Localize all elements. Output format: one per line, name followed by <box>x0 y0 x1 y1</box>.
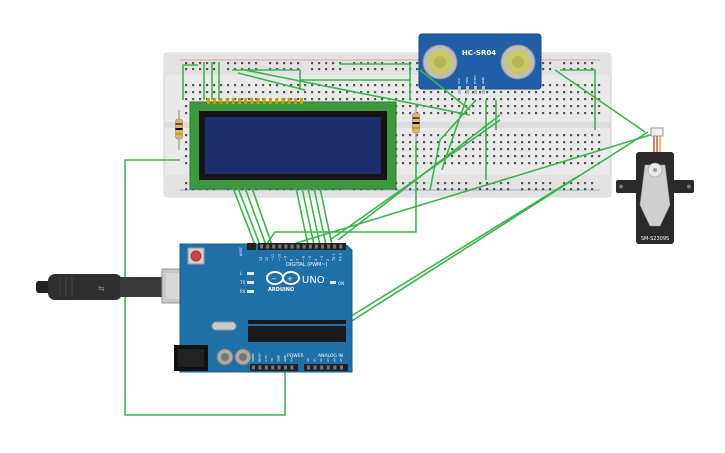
lcd-display[interactable] <box>189 98 397 190</box>
svg-text:RX: RX <box>240 289 246 294</box>
svg-text:RX 0: RX 0 <box>338 253 342 261</box>
svg-text:GND: GND <box>283 354 287 362</box>
arduino-uno-board[interactable]: − + UNO ARDUINO DIGITAL (PWM~) ON POWER … <box>174 243 353 373</box>
svg-text:~11: ~11 <box>271 254 275 261</box>
svg-text:A4: A4 <box>332 358 336 362</box>
arduino-logo: − + <box>266 271 300 285</box>
ultrasonic-sensor[interactable]: HC-SR04 VCC TRIG ECHO GND <box>418 33 542 94</box>
ultrasonic-pins: VCC TRIG ECHO GND <box>457 75 485 94</box>
svg-text:TRIG: TRIG <box>465 76 469 85</box>
servo-motor[interactable]: SM-S2309S <box>616 127 694 244</box>
svg-text:ECHO: ECHO <box>473 75 477 84</box>
resistor-left[interactable] <box>175 110 183 150</box>
svg-text:+: + <box>287 275 293 283</box>
svg-text:~6: ~6 <box>302 256 306 261</box>
svg-text:7: 7 <box>296 259 300 261</box>
svg-text:L: L <box>240 271 243 276</box>
power-header-label: POWER <box>287 353 304 359</box>
usb-icon: ⇆ <box>98 284 105 293</box>
svg-text:VCC: VCC <box>457 78 461 84</box>
arduino-status-leds: L TX RX <box>239 271 254 294</box>
svg-text:A1: A1 <box>313 358 317 362</box>
on-label: ON <box>338 281 344 286</box>
svg-text:−: − <box>271 275 277 283</box>
svg-text:IOREF: IOREF <box>251 353 255 362</box>
svg-text:GND: GND <box>481 76 485 84</box>
analog-header-label: ANALOG IN <box>318 353 343 359</box>
arduino-model-label: UNO <box>302 275 325 286</box>
svg-text:3.3V: 3.3V <box>264 354 268 362</box>
svg-text:GND: GND <box>277 354 281 362</box>
svg-text:5V: 5V <box>270 357 274 362</box>
svg-text:~10: ~10 <box>277 254 281 261</box>
svg-text:12: 12 <box>265 257 269 261</box>
svg-text:A2: A2 <box>319 358 323 362</box>
svg-text:~3: ~3 <box>320 256 324 261</box>
digital-header-label: DIGITAL (PWM~) <box>286 262 328 268</box>
svg-text:13: 13 <box>259 257 263 261</box>
aref-label: AREF <box>239 247 243 256</box>
svg-text:Vin: Vin <box>289 357 293 362</box>
resistor-right[interactable] <box>412 104 420 142</box>
svg-text:~9: ~9 <box>283 256 287 261</box>
lcd-pin-header <box>207 98 303 104</box>
svg-text:2: 2 <box>326 259 330 261</box>
svg-text:4: 4 <box>314 259 318 261</box>
svg-text:A3: A3 <box>326 358 330 362</box>
svg-text:8: 8 <box>290 259 294 261</box>
arduino-brand-label: ARDUINO <box>268 287 294 293</box>
servo-label: SM-S2309S <box>641 236 669 242</box>
svg-text:TX 1: TX 1 <box>332 253 336 262</box>
svg-text:TX: TX <box>239 280 245 285</box>
ultrasonic-label: HC-SR04 <box>462 49 496 57</box>
svg-text:RESET: RESET <box>257 352 261 362</box>
svg-text:~5: ~5 <box>308 256 312 261</box>
svg-text:A0: A0 <box>306 358 310 362</box>
svg-text:A5: A5 <box>339 358 343 362</box>
